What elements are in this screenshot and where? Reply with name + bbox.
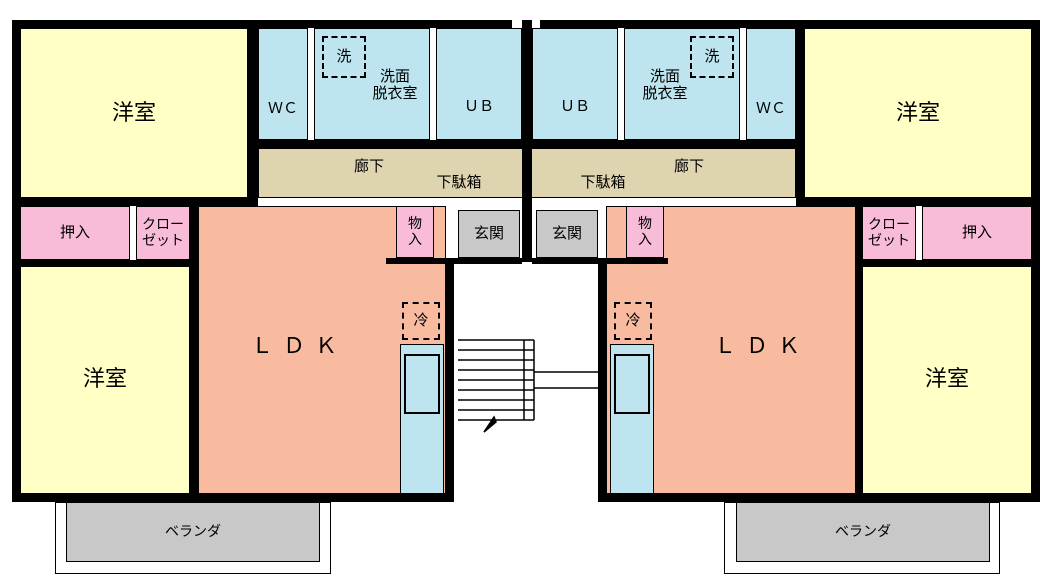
- wall: [252, 140, 534, 148]
- wall: [598, 494, 1040, 502]
- balcony-floor-right: ベランダ: [736, 502, 990, 562]
- shoe-box-label: 下駄箱: [436, 173, 482, 192]
- room-ub-left: ＵＢ: [436, 28, 522, 140]
- wall: [446, 262, 454, 502]
- room-label: 洋室: [111, 101, 156, 127]
- room-label: 廊下: [673, 157, 704, 176]
- wall: [856, 198, 862, 502]
- room-label: 玄関: [473, 224, 504, 243]
- room-label: 洋室: [895, 101, 940, 127]
- wall: [598, 262, 606, 502]
- fridge-left: 冷: [402, 302, 440, 340]
- room-entrance-right: 玄関: [536, 210, 598, 258]
- room-storage-right: 物 入: [626, 206, 664, 258]
- room-label: 押入: [961, 223, 992, 242]
- wall: [532, 258, 668, 264]
- wall: [248, 20, 258, 206]
- room-oshiire-left: 押入: [20, 206, 130, 260]
- washer-right: 洗: [690, 36, 734, 78]
- washer-label: 洗: [336, 47, 352, 66]
- wall: [12, 20, 512, 28]
- wall: [796, 20, 804, 206]
- room-wc-right: ＷＣ: [746, 28, 796, 140]
- kitchen-counter-right: [610, 344, 654, 494]
- room-label: ベランダ: [165, 523, 221, 540]
- room-label: ベランダ: [835, 523, 891, 540]
- washer-left: 洗: [322, 36, 366, 78]
- room-label: 廊下: [353, 157, 384, 176]
- room-washroom-left: 洗面 脱衣室: [314, 28, 430, 140]
- room-label: 洋室: [82, 367, 127, 393]
- room-label: ＷＣ: [755, 99, 786, 118]
- room-label: クロー ゼット: [142, 216, 184, 249]
- fridge-right: 冷: [614, 302, 652, 340]
- room-label: ＷＣ: [267, 99, 298, 118]
- shoe-box-label: 下駄箱: [580, 173, 626, 192]
- room-label: 物 入: [408, 215, 422, 248]
- room-label: ＬＤＫ: [250, 334, 347, 360]
- kitchen-counter-left: [400, 344, 444, 494]
- wall: [12, 494, 454, 502]
- wall: [520, 140, 804, 148]
- wall: [12, 198, 256, 206]
- fridge-label: 冷: [625, 311, 641, 330]
- room-label: 玄関: [551, 224, 582, 243]
- room-label: 洋室: [924, 367, 969, 393]
- room-label: 物 入: [638, 215, 652, 248]
- room-western-top-left: 洋室: [20, 28, 248, 198]
- room-western-bottom-left: 洋室: [20, 266, 190, 494]
- room-western-top-right: 洋室: [804, 28, 1032, 198]
- room-closet-right: クロー ゼット: [862, 206, 916, 260]
- room-storage-left: 物 入: [396, 206, 434, 258]
- room-label: ＵＢ: [559, 97, 590, 116]
- room-closet-left: クロー ゼット: [136, 206, 190, 260]
- room-label: 押入: [59, 223, 90, 242]
- room-western-bottom-right: 洋室: [862, 266, 1032, 494]
- sink-left: [404, 354, 440, 414]
- room-entrance-left: 玄関: [458, 210, 520, 258]
- staircase: [458, 339, 602, 433]
- room-label: ＵＢ: [463, 97, 494, 116]
- room-label: クロー ゼット: [868, 216, 910, 249]
- room-label: 洗面 脱衣室: [642, 66, 688, 102]
- room-hallway-right: 廊下 下駄箱: [528, 148, 796, 198]
- wall: [386, 258, 522, 264]
- wall: [522, 20, 532, 262]
- wall: [12, 260, 198, 266]
- room-label: ＬＤＫ: [713, 334, 810, 360]
- wall: [190, 198, 198, 502]
- balcony-floor-left: ベランダ: [66, 502, 320, 562]
- sink-right: [614, 354, 650, 414]
- room-ub-right: ＵＢ: [532, 28, 618, 140]
- room-label: 洗面 脱衣室: [372, 66, 418, 102]
- wall: [796, 198, 1040, 206]
- fridge-label: 冷: [413, 311, 429, 330]
- wall: [540, 20, 1040, 28]
- room-oshiire-right: 押入: [922, 206, 1032, 260]
- washer-label: 洗: [704, 47, 720, 66]
- wall: [856, 260, 1040, 266]
- room-washroom-right: 洗面 脱衣室: [624, 28, 740, 140]
- room-wc-left: ＷＣ: [258, 28, 308, 140]
- room-hallway-left: 廊下 下駄箱: [258, 148, 526, 198]
